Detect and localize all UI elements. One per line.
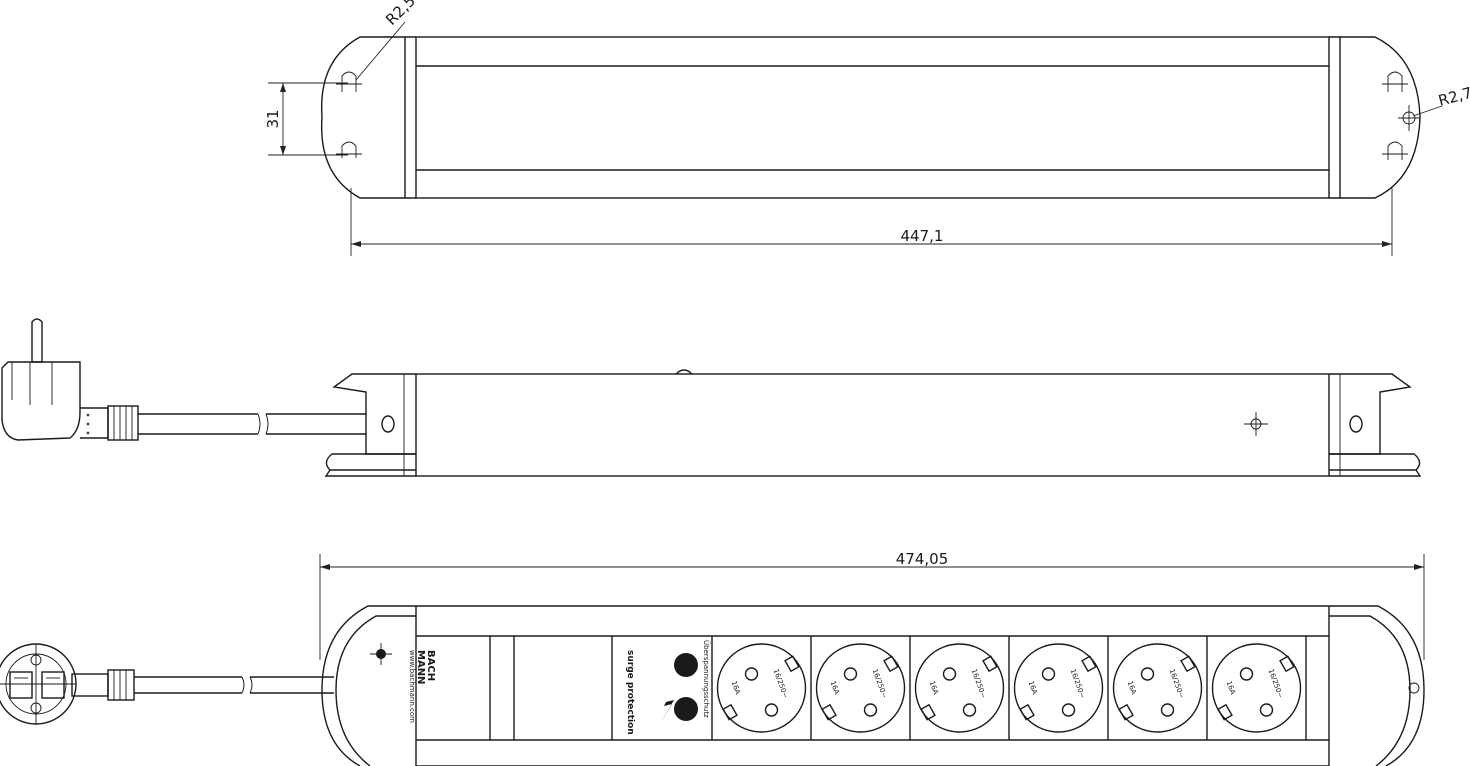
ground-clip <box>722 703 738 721</box>
socket-outlet: 16/250~ 16A <box>815 636 911 740</box>
socket-pin-hole <box>942 667 957 681</box>
socket-rim <box>716 643 807 733</box>
overvoltage-label: Überspannungsschutz <box>702 640 711 718</box>
socket-rating-label: 16/250~ <box>1069 668 1087 700</box>
top-endcap-right <box>1329 36 1421 199</box>
front-endcap-left-inner <box>335 615 416 766</box>
socket-current-label: 16A <box>730 680 742 696</box>
socket-outlet: 16/250~ 16A <box>1013 636 1109 740</box>
ground-clip <box>883 655 899 673</box>
socket-current-label: 16A <box>1225 680 1237 696</box>
side-view <box>1 318 1422 477</box>
socket-pin-hole <box>764 703 779 717</box>
dimension-label-447: 447,1 <box>901 227 944 245</box>
socket-rating-label: 16/250~ <box>1267 668 1285 700</box>
side-hole-right <box>1349 415 1363 433</box>
lightning-bolt-icon <box>660 682 676 724</box>
surge-label: surge protection <box>625 650 635 735</box>
dimension-length-front <box>319 554 1425 660</box>
ground-clip <box>784 655 800 673</box>
side-endcap-right <box>1329 373 1412 455</box>
front-view: 474,05 BACH MANN www.bachmann.com <box>319 550 1425 766</box>
surge-indicator-bottom <box>674 697 698 721</box>
top-endcap-left <box>320 36 416 199</box>
keyhole-slot-right-upper <box>1382 71 1408 92</box>
side-endcap-left-foot <box>324 453 416 477</box>
radius-leader-right <box>1412 105 1443 117</box>
socket-pin-hole <box>1160 703 1175 717</box>
cable-break-front <box>241 676 253 694</box>
socket-rim <box>815 643 906 733</box>
socket-rating-label: 16/250~ <box>970 668 988 700</box>
side-hole-left <box>381 415 395 433</box>
socket-outlet: 16/250~ 16A <box>1211 636 1307 740</box>
socket-pin-hole <box>962 703 977 717</box>
ground-clip <box>1180 655 1196 673</box>
brand-website: www.bachmann.com <box>408 650 416 723</box>
socket-rim <box>914 643 1005 733</box>
radius-leader-left <box>355 21 406 81</box>
ground-clip <box>1217 703 1233 721</box>
socket-current-label: 16A <box>928 680 940 696</box>
mounting-hole-crosshair-icon <box>1398 105 1420 131</box>
ground-clip <box>982 655 998 673</box>
dimension-hole-spacing <box>268 82 348 156</box>
front-body-edges <box>416 605 1329 766</box>
socket-rating-label: 16/250~ <box>871 668 889 700</box>
front-screw-crosshair-icon <box>370 643 392 665</box>
socket-rim <box>1211 643 1302 733</box>
socket-rim <box>1112 643 1203 733</box>
front-endcap-right <box>1329 605 1425 766</box>
ground-clip <box>920 703 936 721</box>
socket-outlet: 16/250~ 16A <box>1112 636 1208 740</box>
ground-clip <box>1019 703 1035 721</box>
side-crosshair-icon <box>1244 412 1268 436</box>
socket-pin-hole <box>843 667 858 681</box>
socket-pin-hole <box>1259 703 1274 717</box>
socket-pin-hole <box>744 667 759 681</box>
plug-side <box>1 318 139 441</box>
ground-clip <box>821 703 837 721</box>
dimension-length-top <box>350 188 1393 256</box>
socket-current-label: 16A <box>1126 680 1138 696</box>
side-switch-bump <box>675 369 693 375</box>
surge-protection-module: surge protection Überspannungsschutz <box>625 640 711 735</box>
socket-outlet: 16/250~ 16A <box>914 636 1010 740</box>
socket-pin-hole <box>863 703 878 717</box>
ground-clip <box>1118 703 1134 721</box>
top-body <box>415 36 1330 199</box>
side-body <box>415 373 1330 477</box>
surge-indicator-top <box>674 653 698 677</box>
ground-clip <box>1081 655 1097 673</box>
socket-group: 16/250~ 16A 16/250~ 16A 16/250~ 16A 16/250~ 16A… <box>716 636 1307 740</box>
socket-current-label: 16A <box>1027 680 1039 696</box>
side-endcap-right-foot <box>1329 453 1422 477</box>
socket-current-label: 16A <box>829 680 841 696</box>
front-endcap-right-hole <box>1408 682 1420 694</box>
radius-label-right: R2,7 <box>1436 84 1470 110</box>
socket-rating-label: 16/250~ <box>772 668 790 700</box>
front-endcap-right-inner <box>1329 615 1411 766</box>
socket-rating-label: 16/250~ <box>1168 668 1186 700</box>
socket-pin-hole <box>1239 667 1254 681</box>
front-endcap-left <box>321 605 416 766</box>
keyhole-slot-left-lower <box>336 141 362 158</box>
top-view: 31 R2,5 R2,7 447,1 <box>264 0 1470 256</box>
dimension-label-474: 474,05 <box>896 550 949 568</box>
keyhole-slot-left-upper <box>336 71 362 92</box>
socket-pin-hole <box>1041 667 1056 681</box>
dimension-label-31: 31 <box>264 109 282 128</box>
brand-line1: BACH <box>425 650 436 681</box>
plug-front <box>0 643 135 725</box>
cable-break-side <box>257 413 269 435</box>
socket-pin-hole <box>1140 667 1155 681</box>
socket-outlet: 16/250~ 16A <box>716 636 812 740</box>
radius-label-left: R2,5 <box>382 0 419 29</box>
socket-pin-hole <box>1061 703 1076 717</box>
keyhole-slot-right-lower <box>1382 141 1408 160</box>
ground-clip <box>1279 655 1295 673</box>
brand-line2: MANN <box>415 650 426 684</box>
socket-rim <box>1013 643 1104 733</box>
